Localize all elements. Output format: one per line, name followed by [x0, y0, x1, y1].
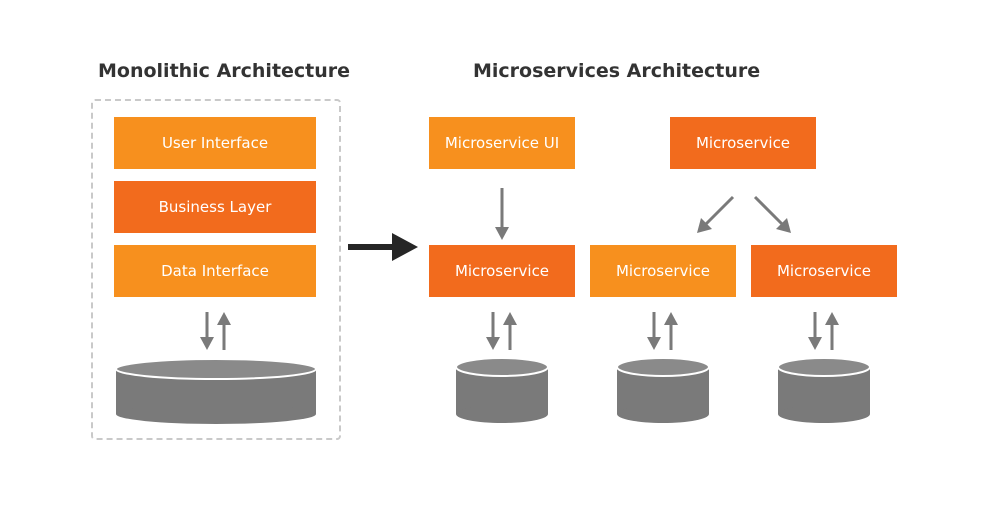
microservice-box-1: Microservice — [429, 245, 575, 297]
microservice-label-3: Microservice — [776, 262, 872, 280]
microservice-ui-label: Microservice UI — [444, 134, 560, 152]
business-layer-label: Business Layer — [158, 198, 272, 216]
user-interface-label: User Interface — [161, 134, 269, 152]
diagonal-arrow-right-icon — [753, 195, 791, 233]
service-1-database-icon — [455, 357, 549, 423]
monolith-container — [91, 99, 341, 440]
microservice-label-1: Microservice — [454, 262, 550, 280]
data-interface-label: Data Interface — [161, 262, 269, 280]
microservice-label-2: Microservice — [615, 262, 711, 280]
microservice-box-3: Microservice — [751, 245, 897, 297]
service-1-data-arrows-icon — [486, 312, 517, 350]
data-interface-layer: Data Interface — [114, 245, 316, 297]
service-2-data-arrows-icon — [647, 312, 678, 350]
service-3-database-icon — [777, 357, 871, 423]
service-3-data-arrows-icon — [808, 312, 839, 350]
transition-arrow-icon — [348, 233, 418, 261]
diagonal-arrow-left-icon — [697, 195, 735, 233]
ui-to-service-arrow-icon — [495, 188, 509, 240]
microservice-ui-box: Microservice UI — [429, 117, 575, 169]
microservices-title: Microservices Architecture — [473, 60, 761, 82]
monolithic-title: Monolithic Architecture — [98, 60, 351, 82]
business-layer: Business Layer — [114, 181, 316, 233]
monolith-data-arrows-icon — [200, 312, 231, 350]
monolith-database-icon — [115, 358, 317, 424]
microservice-top-label: Microservice — [695, 134, 791, 152]
user-interface-layer: User Interface — [114, 117, 316, 169]
microservice-top-box: Microservice — [670, 117, 816, 169]
service-2-database-icon — [616, 357, 710, 423]
microservice-box-2: Microservice — [590, 245, 736, 297]
